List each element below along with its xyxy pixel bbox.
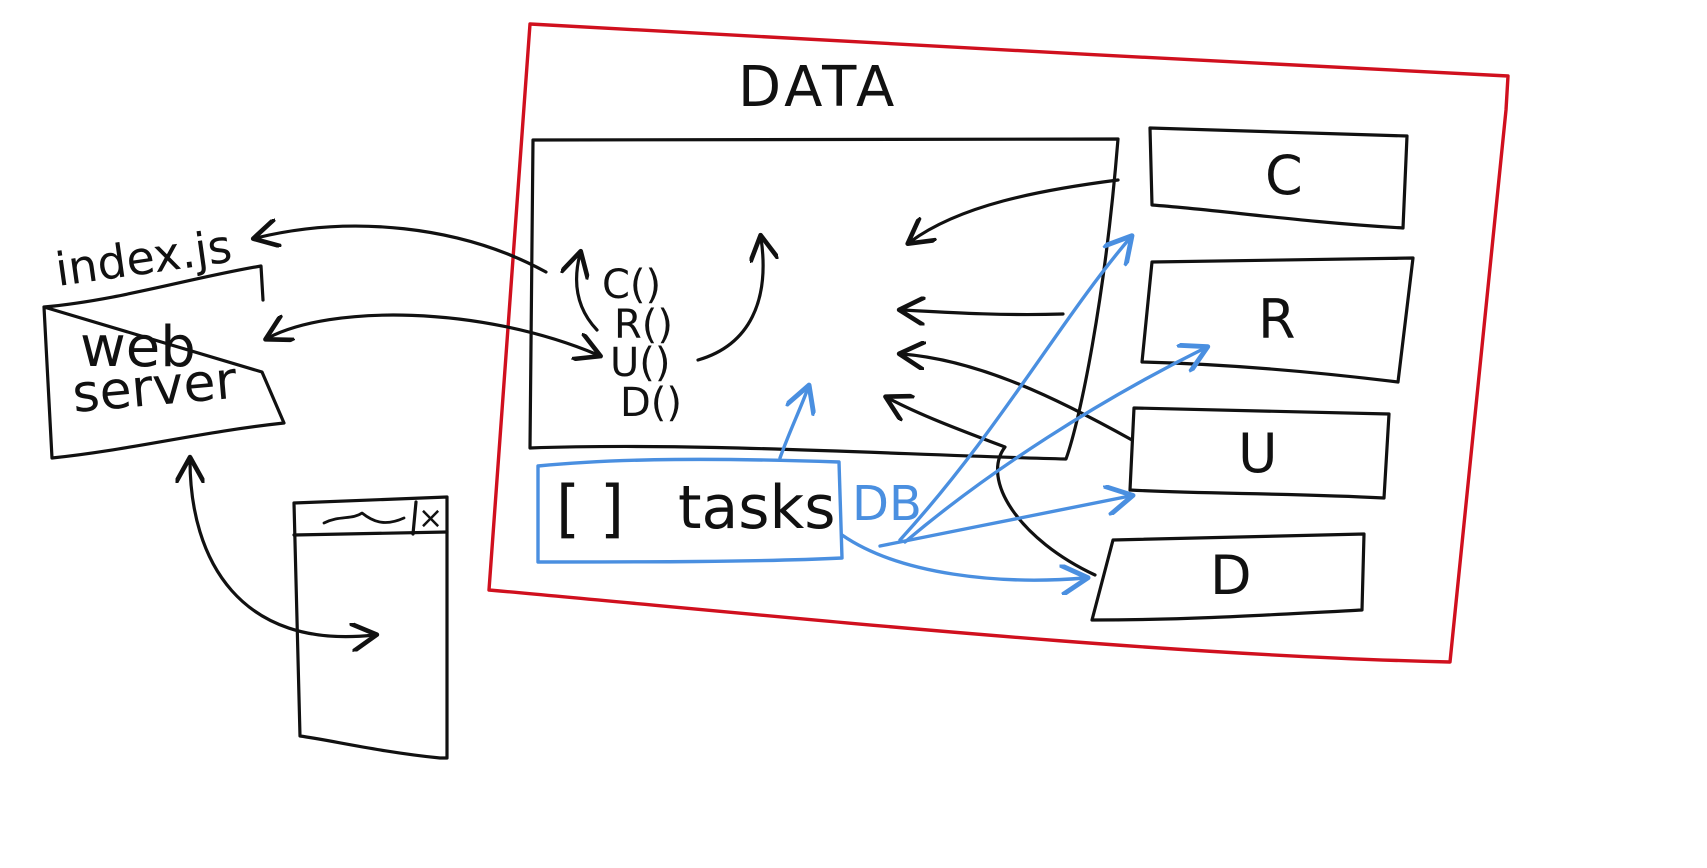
tasks-label: tasks bbox=[678, 473, 836, 543]
fn-delete: D() bbox=[620, 380, 682, 426]
fn-create: C() bbox=[602, 262, 661, 308]
server-label: server bbox=[70, 351, 240, 425]
tasks-db-box bbox=[536, 457, 844, 564]
index-js-label: index.js bbox=[52, 219, 235, 297]
box-u: U bbox=[1128, 406, 1391, 500]
d-to-data-arrow bbox=[888, 398, 1097, 577]
box-c-label: C bbox=[1265, 144, 1303, 207]
create-up-arrow bbox=[577, 254, 599, 332]
tasks-to-data-arrow bbox=[778, 388, 808, 460]
tasks-to-d-arrow bbox=[840, 533, 1085, 580]
box-r-label: R bbox=[1258, 288, 1296, 351]
box-c: C bbox=[1148, 126, 1409, 230]
u-to-data-arrow bbox=[902, 354, 1134, 442]
web-label: web bbox=[80, 315, 196, 380]
data-boundary bbox=[487, 22, 1510, 664]
fn-update: U() bbox=[610, 340, 671, 386]
tasks-to-r-arrow bbox=[903, 348, 1205, 544]
data-module-box bbox=[528, 136, 1120, 461]
tasks-brackets: [ ] bbox=[556, 472, 624, 545]
web-server-box bbox=[42, 264, 286, 460]
data-to-index-arrow bbox=[256, 226, 548, 274]
tasks-to-c-arrow bbox=[898, 238, 1130, 542]
box-r: R bbox=[1140, 256, 1415, 384]
box-d: D bbox=[1090, 532, 1366, 622]
c-to-data-arrow bbox=[910, 178, 1120, 242]
fn-read: R() bbox=[614, 302, 673, 348]
server-browser-bidirectional-arrow bbox=[190, 460, 374, 637]
r-to-data-arrow bbox=[902, 310, 1065, 315]
box-d-label: D bbox=[1210, 544, 1252, 607]
db-label: DB bbox=[852, 476, 922, 532]
server-data-bidirectional-arrow bbox=[268, 313, 598, 355]
data-title: DATA bbox=[738, 55, 898, 120]
box-u-label: U bbox=[1238, 422, 1278, 485]
tasks-to-u-arrow bbox=[878, 496, 1130, 548]
update-curve-arrow bbox=[696, 238, 763, 362]
browser-window-icon: × bbox=[292, 495, 449, 760]
browser-close-icon: × bbox=[418, 501, 443, 536]
